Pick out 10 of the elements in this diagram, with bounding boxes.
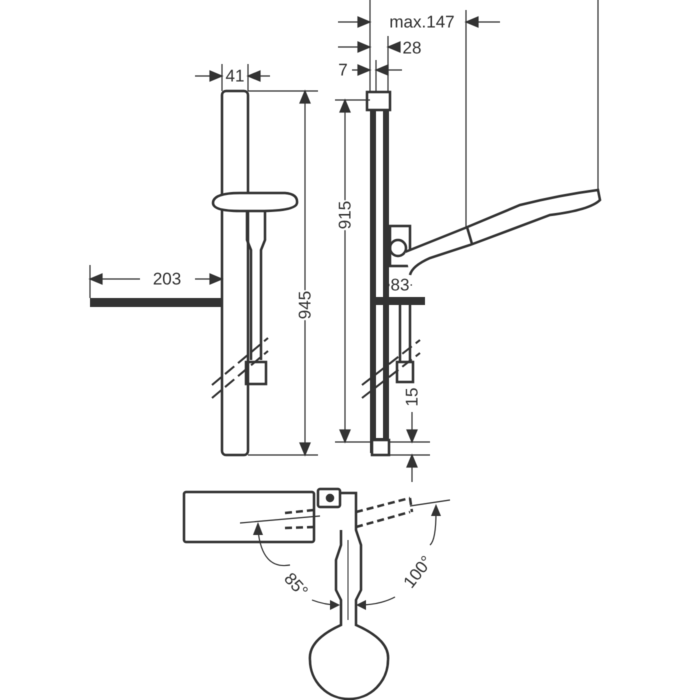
dimension-label: 15: [404, 386, 420, 408]
dimension-label: 85°: [280, 569, 312, 601]
dimension-label: 83: [390, 276, 410, 294]
dimension-label: 945: [296, 290, 314, 320]
dimension-label: 7: [337, 62, 349, 78]
dimension-label: 203: [152, 270, 182, 288]
dimension-label: 915: [336, 200, 354, 230]
dimension-label: 41: [224, 68, 246, 84]
dimension-label: max.147: [388, 14, 456, 30]
dimension-label: 28: [402, 40, 422, 56]
